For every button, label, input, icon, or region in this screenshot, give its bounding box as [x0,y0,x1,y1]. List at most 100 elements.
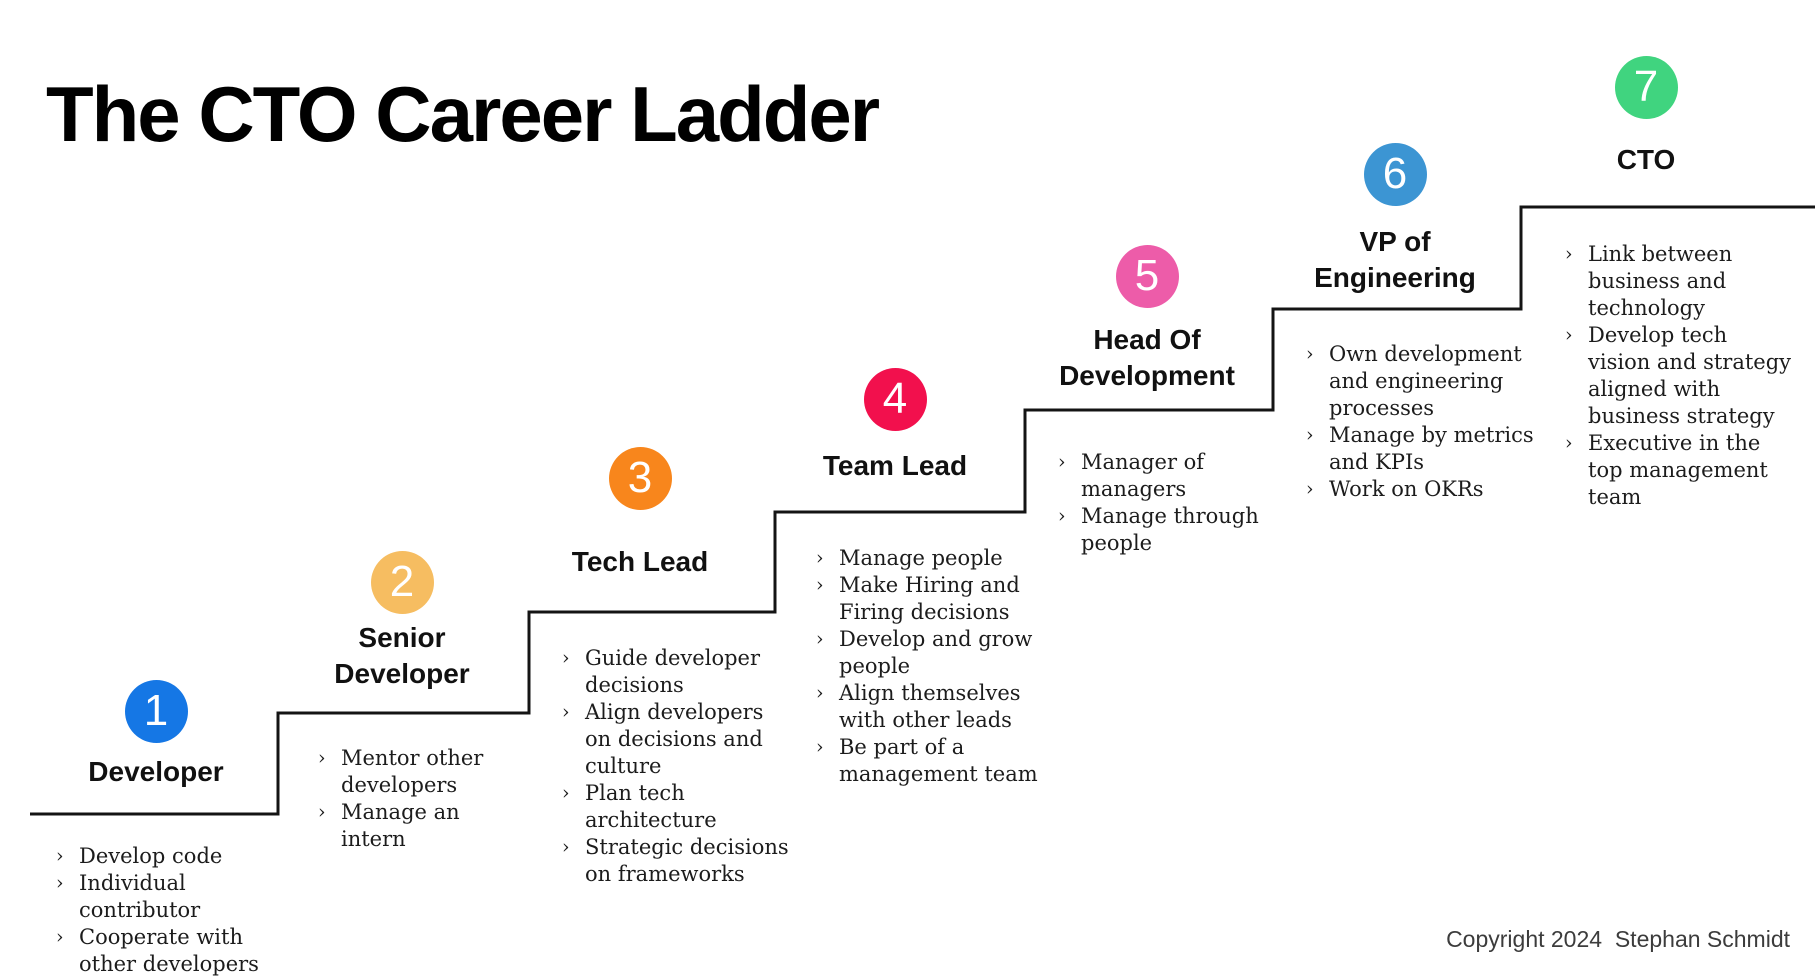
bullet-text: Develop and grow people [839,627,1033,678]
bullet-chevron-icon: › [1058,451,1066,473]
bullet-item: ›Manage through people [1058,503,1283,557]
step-header: 7 [1521,56,1771,119]
bullet-item: › Align developers on decisions and cultu… [562,699,797,780]
step-title: Developer [88,756,224,787]
step-header: 1 [31,680,281,743]
bullet-chevron-icon: › [1306,343,1314,365]
bullet-text: Be part of a management team [839,735,1038,786]
bullet-chevron-icon: › [318,747,326,769]
step-title: Senior Developer [334,622,470,689]
bullet-items: › Manager of managers›Manage through peop… [1058,449,1283,557]
bullet-items: › Own development and engineering process… [1306,341,1546,503]
step-header: 2 [277,551,527,614]
bullet-item: › Guide developer decisions [562,645,797,699]
copyright-text: Copyright 2024 Stephan Schmidt [1446,926,1790,952]
step-number-badge: 6 [1363,143,1427,206]
bullet-item: › Manage an intern [318,799,523,853]
step-number: 2 [389,556,415,606]
bullet-text: Manage people [839,546,1003,570]
bullet-text: Own development and engineering processe… [1329,342,1522,420]
step-header: 3 [515,447,765,510]
bullet-chevron-icon: › [318,801,326,823]
bullet-list: › Own development and engineering process… [1306,341,1546,503]
bullet-text: Work on OKRs [1329,477,1484,501]
bullet-text: Align developers on decisions and cultur… [585,700,764,778]
bullet-list: ›Develop code›Individual contributor›Coo… [56,843,261,976]
bullet-text: Guide developer decisions [585,646,760,697]
step-number-badge: 5 [1115,245,1179,308]
bullet-text: Manager of managers [1081,450,1205,501]
bullet-text: Strategic decisions on frameworks [585,835,789,886]
bullet-item: › Plan tech architecture [562,780,797,834]
bullet-text: Make Hiring and Firing decisions [839,573,1020,624]
bullet-chevron-icon: › [816,628,824,650]
bullet-chevron-icon: › [1565,324,1573,346]
step-header: 5 [1022,245,1272,308]
bullet-chevron-icon: › [816,736,824,758]
bullet-item: › Make Hiring and Firing decisions [816,572,1046,626]
bullet-list: › Manager of managers›Manage through peop… [1058,449,1283,557]
bullet-item: › Cooperate with other developers [56,924,261,976]
bullet-chevron-icon: › [1565,432,1573,454]
bullet-list: › Guide developer decisions › Align develop… [562,645,797,888]
bullet-items: › Guide developer decisions › Align develop… [562,645,797,888]
bullet-chevron-icon: › [562,647,570,669]
bullet-item: › Develop and grow people [816,626,1046,680]
step-title: Tech Lead [571,546,709,577]
bullet-chevron-icon: › [1565,243,1573,265]
bullet-text: Align themselves with other leads [839,681,1021,732]
bullet-chevron-icon: › [562,782,570,804]
bullet-item: ›Develop code [56,843,261,870]
bullet-chevron-icon: › [56,845,64,867]
bullet-list: › Manage people › Make Hiring and Firing de… [816,545,1046,788]
bullet-item: › Align themselves with other leads [816,680,1046,734]
bullet-chevron-icon: › [562,701,570,723]
step-number: 7 [1633,61,1659,111]
bullet-text: Manage an intern [341,800,460,851]
bullet-chevron-icon: › [816,682,824,704]
bullet-chevron-icon: › [1306,424,1314,446]
step-title: CTO [1616,144,1676,175]
step-header: 4 [770,368,1020,431]
bullet-chevron-icon: › [56,926,64,948]
bullet-text: Link between business and technology [1588,242,1733,320]
step-number: 5 [1134,250,1160,300]
bullet-items: › Link between business and technology › De… [1565,241,1800,511]
bullet-text: Mentor other developers [341,746,484,797]
page-title: The CTO Career Ladder [46,70,880,159]
bullet-item: › Strategic decisions on frameworks [562,834,797,888]
step-title: VP of Engineering [1314,226,1476,293]
bullet-item: › Link between business and technology [1565,241,1800,322]
bullet-chevron-icon: › [816,547,824,569]
step-title: Head Of Development [1059,324,1235,391]
bullet-chevron-icon: › [562,836,570,858]
step-number-badge: 3 [608,447,672,510]
bullet-item: › Be part of a management team [816,734,1046,788]
bullet-item: › Own development and engineering process… [1306,341,1546,422]
bullet-item: ›Manage by metrics and KPIs [1306,422,1546,476]
bullet-items: › Mentor other developers › Manage an inter… [318,745,523,853]
step-header: 6 [1270,143,1520,206]
bullet-chevron-icon: › [816,574,824,596]
bullet-chevron-icon: › [56,872,64,894]
bullet-text: Develop tech vision and strategy aligned… [1588,323,1792,428]
bullet-item: › Mentor other developers [318,745,523,799]
bullet-item: ›Individual contributor [56,870,261,924]
step-number: 4 [882,373,908,423]
bullet-item: › Manager of managers [1058,449,1283,503]
step-number-badge: 2 [370,551,434,614]
step-number-badge: 7 [1614,56,1678,119]
bullet-text: Plan tech architecture [585,781,717,832]
bullet-text: Executive in the top management team [1588,431,1768,509]
bullet-text: Cooperate with other developers [79,925,259,976]
bullet-list: › Link between business and technology › De… [1565,241,1800,511]
bullet-item: › Manage people [816,545,1046,572]
step-number: 3 [627,452,653,502]
bullet-item: › Work on OKRs [1306,476,1546,503]
step-number: 6 [1382,148,1408,198]
bullet-chevron-icon: › [1058,505,1066,527]
bullet-chevron-icon: › [1306,478,1314,500]
bullet-items: ›Develop code›Individual contributor›Coo… [56,843,261,976]
bullet-item: › Executive in the top management team [1565,430,1800,511]
